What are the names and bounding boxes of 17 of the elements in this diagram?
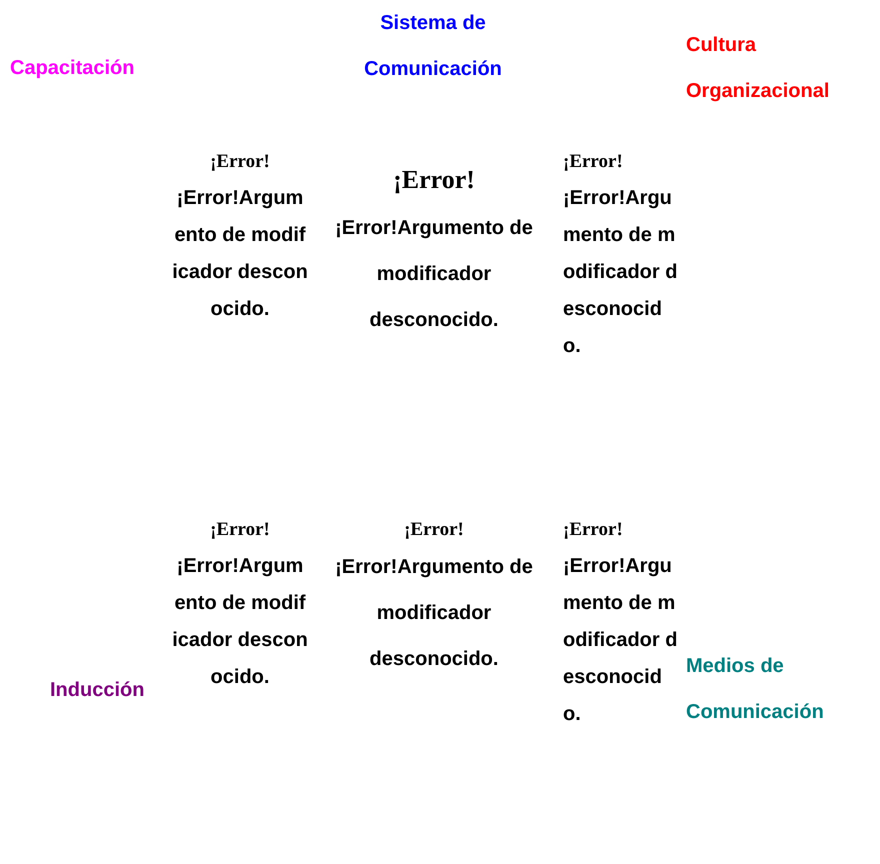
error-title: ¡Error!	[392, 164, 476, 196]
error-title: ¡Error!	[209, 150, 271, 174]
category-label: Medios de Comunicación	[686, 654, 825, 725]
category-label: Sistema de Comunicación	[363, 11, 503, 82]
error-message: ¡Error!Argumento de modificador desconocido.	[334, 216, 534, 333]
error-message: ¡Error!Argumento de modificador desconocido.	[172, 554, 308, 690]
error-title: ¡Error!	[403, 518, 465, 542]
error-title: ¡Error!	[209, 518, 271, 542]
category-label: Capacitación	[10, 56, 136, 81]
error-message: ¡Error!Argumento de modificador desconocido.	[334, 555, 534, 672]
category-label: Cultura Organizacional	[686, 33, 830, 104]
error-title: ¡Error!	[563, 518, 624, 542]
category-label: Inducción	[50, 678, 146, 703]
error-message: ¡Error!Argumento de modificador desconocido.	[563, 554, 678, 727]
error-title: ¡Error!	[563, 150, 624, 174]
error-message: ¡Error!Argumento de modificador desconocido.	[172, 186, 308, 322]
error-message: ¡Error!Argumento de modificador desconocido.	[563, 186, 678, 359]
